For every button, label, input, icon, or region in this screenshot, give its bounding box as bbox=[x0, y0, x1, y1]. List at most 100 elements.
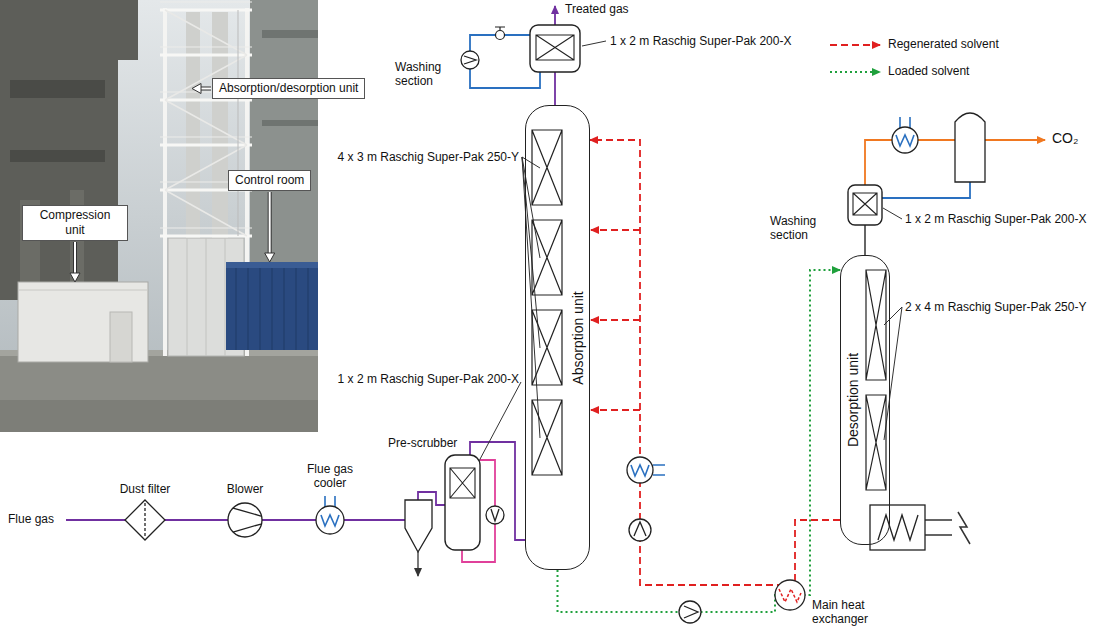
callout-arrow bbox=[192, 84, 201, 94]
packing-label: 2 x 4 m Raschig Super-Pak 250-Y bbox=[905, 300, 1086, 314]
process-line bbox=[864, 225, 866, 255]
blower-symbol bbox=[228, 503, 262, 537]
wash-vessel bbox=[848, 185, 882, 225]
pre-scrubber-vessel bbox=[445, 455, 480, 550]
callout-arrow bbox=[201, 88, 211, 90]
site-photo bbox=[0, 0, 138, 300]
separator-symbol bbox=[405, 113, 985, 552]
pre-scrubber-vessel bbox=[445, 455, 480, 550]
site-photo bbox=[262, 30, 318, 38]
dust-filter-symbol bbox=[125, 500, 165, 540]
column-packing bbox=[866, 395, 886, 490]
wash-vessel bbox=[530, 25, 882, 225]
column-packing bbox=[866, 270, 886, 380]
process-line bbox=[958, 512, 970, 544]
blower-symbol bbox=[228, 503, 262, 537]
wash-vessel bbox=[536, 35, 574, 60]
section-label: Washing section bbox=[770, 214, 830, 242]
site-photo bbox=[250, 0, 318, 270]
callout-arrow bbox=[74, 242, 76, 273]
callout-arrow bbox=[265, 253, 275, 262]
site-photo bbox=[186, 12, 200, 238]
process-line bbox=[591, 409, 640, 411]
site-photo bbox=[262, 120, 318, 126]
process-line bbox=[591, 319, 640, 321]
callout-arrow bbox=[70, 273, 80, 282]
legend-text: Loaded solvent bbox=[888, 64, 969, 78]
equipment-label: Pre-scrubber bbox=[388, 436, 457, 450]
cooler-symbol bbox=[896, 135, 914, 146]
callout-box: Control room bbox=[228, 170, 311, 191]
cooler-symbol bbox=[316, 127, 918, 534]
leader-line bbox=[883, 208, 902, 219]
valve-symbol bbox=[495, 27, 505, 30]
reboiler-symbol bbox=[870, 505, 925, 550]
callout-arrow bbox=[73, 242, 77, 273]
site-photo bbox=[0, 0, 318, 432]
cooler-symbol bbox=[321, 515, 339, 526]
process-line bbox=[925, 520, 952, 535]
packing-label: 1 x 2 m Raschig Super-Pak 200-X bbox=[338, 372, 519, 386]
cooler-symbol bbox=[892, 127, 918, 153]
reboiler-symbol bbox=[870, 505, 925, 550]
process-line bbox=[417, 552, 418, 576]
leader-line bbox=[470, 41, 902, 478]
heat-exchanger-symbol bbox=[775, 580, 805, 610]
pump-symbol bbox=[461, 51, 701, 623]
legend-text: Regenerated solvent bbox=[888, 37, 999, 51]
legend-sample bbox=[830, 44, 880, 46]
site-photo bbox=[238, 10, 239, 236]
pump-symbol bbox=[679, 601, 701, 623]
packing-label: 1 x 2 m Raschig Super-Pak 200-X bbox=[610, 34, 791, 48]
product-label: CO₂ bbox=[1052, 130, 1078, 147]
callout-text: Compression unit bbox=[29, 208, 121, 238]
pump-symbol bbox=[629, 519, 651, 541]
process-line bbox=[554, 6, 556, 25]
column-title: Absorption unit bbox=[570, 291, 586, 384]
pump-symbol bbox=[491, 509, 499, 521]
site-photo bbox=[18, 282, 148, 362]
reboiler-symbol bbox=[878, 515, 918, 540]
site-photo bbox=[226, 262, 318, 350]
site-photo bbox=[110, 312, 132, 362]
valve-symbol bbox=[495, 27, 505, 40]
column-packing bbox=[532, 220, 562, 295]
valve-symbol bbox=[496, 31, 505, 40]
site-photo bbox=[0, 0, 318, 432]
site-photo bbox=[236, 262, 308, 350]
callout-arrow bbox=[269, 192, 271, 253]
equipment-label: Flue gas cooler bbox=[299, 462, 361, 490]
packing-label: 1 x 2 m Raschig Super-Pak 200-X bbox=[905, 212, 1086, 226]
wash-vessel bbox=[853, 193, 877, 215]
equipment-label: Dust filter bbox=[120, 482, 171, 496]
pump-symbol bbox=[634, 522, 646, 536]
stream-label: Treated gas bbox=[565, 2, 629, 16]
process-line bbox=[653, 465, 665, 475]
packing-label: 4 x 3 m Raschig Super-Pak 250-Y bbox=[338, 150, 519, 164]
callout-text: Absorption/desorption unit bbox=[219, 81, 358, 96]
site-photo bbox=[18, 290, 148, 291]
separator-symbol bbox=[955, 113, 985, 182]
callout-arrow bbox=[201, 87, 211, 91]
leader-line bbox=[582, 41, 606, 46]
absorber-column: Absorption unit bbox=[525, 105, 590, 570]
site-photo bbox=[226, 262, 318, 268]
cooler-symbol bbox=[631, 465, 649, 476]
dust-filter-symbol bbox=[144, 503, 145, 537]
process-line bbox=[985, 139, 1045, 141]
pump-symbol bbox=[464, 56, 476, 64]
site-photo bbox=[10, 150, 105, 162]
site-photo bbox=[187, 238, 225, 356]
section-label: Washing section bbox=[395, 60, 455, 88]
site-photo bbox=[165, 10, 247, 236]
callout-arrow bbox=[268, 192, 272, 253]
column-packing bbox=[532, 130, 562, 205]
dust-filter-symbol bbox=[125, 500, 165, 540]
site-photo bbox=[160, 10, 252, 236]
regenerated-solvent-line bbox=[590, 140, 840, 585]
heat-exchanger-symbol bbox=[779, 589, 801, 602]
process-line bbox=[900, 117, 910, 128]
